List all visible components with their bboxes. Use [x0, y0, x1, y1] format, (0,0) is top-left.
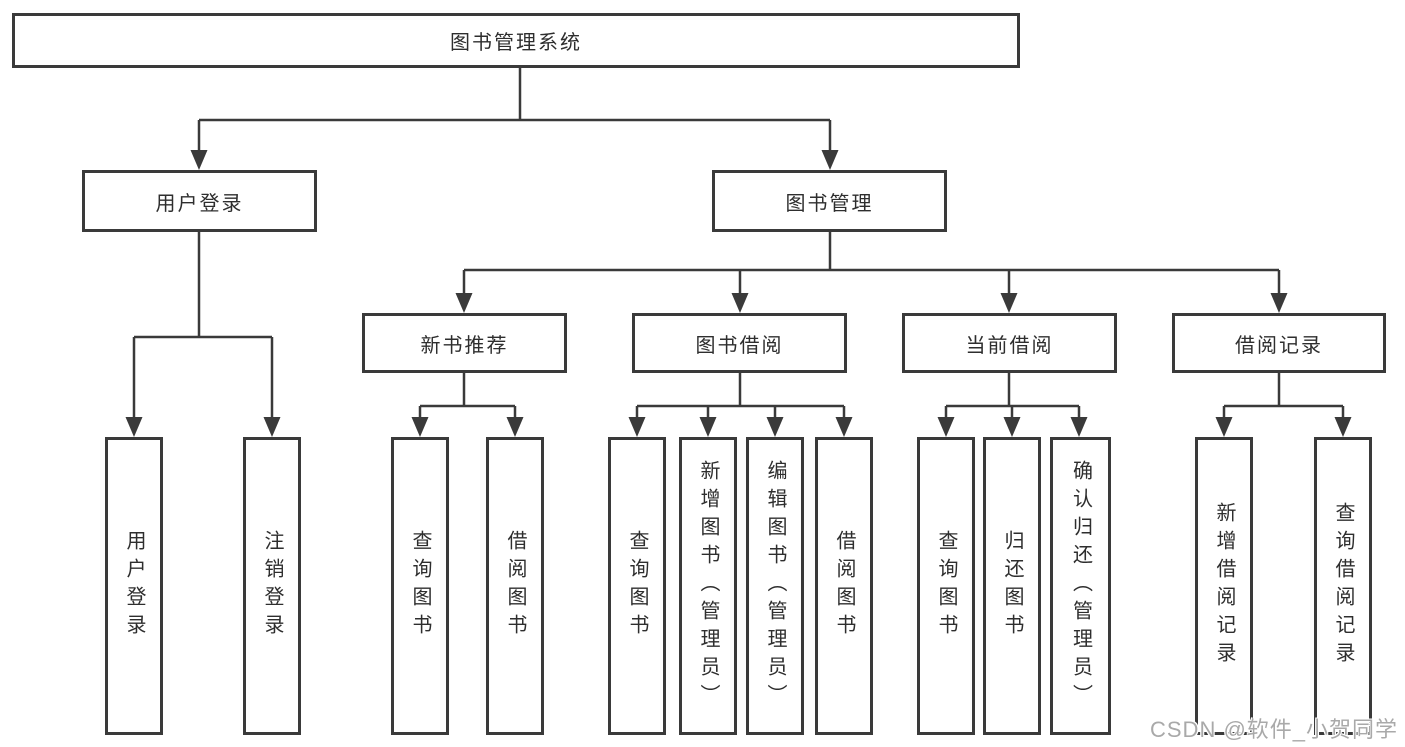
leaf-edit-books-admin: 编辑图书（管理员）	[746, 437, 804, 735]
arrow-down-icon	[699, 417, 717, 437]
arrow-down-icon	[835, 417, 853, 437]
arrow-down-icon	[731, 293, 749, 313]
node-new-book-recommend: 新书推荐	[362, 313, 567, 373]
arrow-down-icon	[1003, 417, 1021, 437]
leaf-confirm-return-admin: 确认归还（管理员）	[1050, 437, 1111, 735]
leaf-borrow-books: 借阅图书	[815, 437, 873, 735]
arrow-down-icon	[628, 417, 646, 437]
leaf-label: 编辑图书（管理员）	[764, 460, 786, 712]
arrow-down-icon	[455, 293, 473, 313]
leaf-return-books: 归还图书	[983, 437, 1041, 735]
arrow-down-icon	[937, 417, 955, 437]
tree-edges	[132, 68, 1345, 421]
node-borrow-records: 借阅记录	[1172, 313, 1386, 373]
leaf-label: 查询图书	[409, 530, 431, 642]
arrow-down-icon	[821, 150, 839, 170]
leaf-user-login: 用户登录	[105, 437, 163, 735]
node-current-borrow: 当前借阅	[902, 313, 1117, 373]
leaf-label: 确认归还（管理员）	[1069, 460, 1092, 712]
arrow-down-icon	[1334, 417, 1352, 437]
arrow-down-icon	[263, 417, 281, 437]
arrow-down-icon	[766, 417, 784, 437]
arrow-down-icon	[125, 417, 143, 437]
leaf-label: 查询图书	[626, 530, 648, 642]
leaf-label: 注销登录	[261, 530, 283, 642]
csdn-watermark: CSDN @软件_小贺同学	[1150, 717, 1399, 742]
arrowheads	[125, 150, 1352, 437]
leaf-label: 新增图书（管理员）	[697, 460, 719, 712]
leaf-logout: 注销登录	[243, 437, 301, 735]
leaf-label: 借阅图书	[833, 530, 855, 642]
leaf-label: 新增借阅记录	[1213, 502, 1235, 670]
arrow-down-icon	[1000, 293, 1018, 313]
arrow-down-icon	[1270, 293, 1288, 313]
leaf-label: 查询借阅记录	[1332, 502, 1354, 670]
leaf-label: 归还图书	[1001, 530, 1023, 642]
arrow-down-icon	[1215, 417, 1233, 437]
leaf-query-books-recommend: 查询图书	[391, 437, 449, 735]
arrow-down-icon	[506, 417, 524, 437]
leaf-label: 查询图书	[935, 530, 957, 642]
leaf-label: 借阅图书	[504, 530, 526, 642]
node-root-library-system: 图书管理系统	[12, 13, 1020, 68]
leaf-add-borrow-record: 新增借阅记录	[1195, 437, 1253, 735]
leaf-query-books-borrow: 查询图书	[608, 437, 666, 735]
leaf-add-books-admin: 新增图书（管理员）	[679, 437, 737, 735]
leaf-borrow-books-recommend: 借阅图书	[486, 437, 544, 735]
node-book-borrow: 图书借阅	[632, 313, 847, 373]
arrow-down-icon	[1070, 417, 1088, 437]
leaf-query-borrow-record: 查询借阅记录	[1314, 437, 1372, 735]
node-book-management: 图书管理	[712, 170, 947, 232]
arrow-down-icon	[190, 150, 208, 170]
arrow-down-icon	[411, 417, 429, 437]
node-user-login: 用户登录	[82, 170, 317, 232]
leaf-label: 用户登录	[123, 530, 145, 642]
leaf-query-books-current: 查询图书	[917, 437, 975, 735]
